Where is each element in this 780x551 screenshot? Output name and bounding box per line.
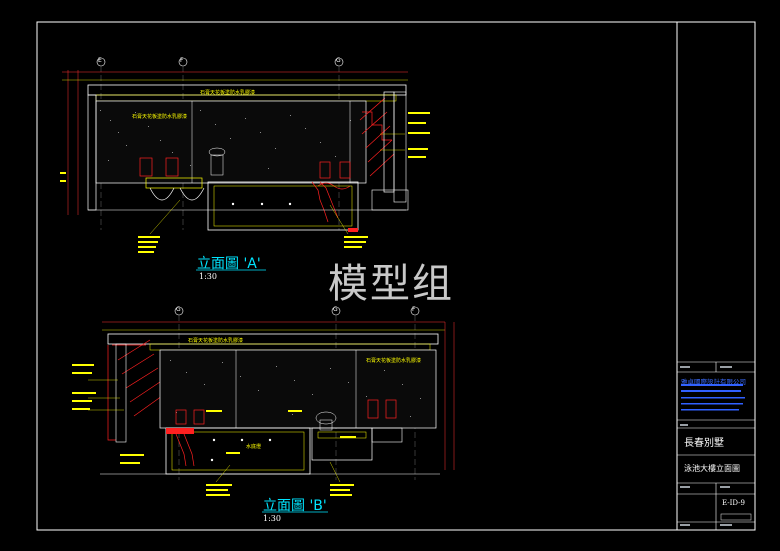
- note-b2: 石膏天花板塗防水乳膠漆: [366, 357, 421, 364]
- sheet-title: 泳池大樓立面圖: [684, 464, 740, 473]
- grid-label-a-2: F: [180, 57, 184, 64]
- drawing-number: E-ID-9: [722, 499, 745, 507]
- grid-label-b-1: G: [176, 306, 181, 313]
- elevation-b-drawing: [72, 306, 455, 496]
- note-a2: 石膏天花板塗防水乳膠漆: [132, 113, 187, 120]
- elevation-a-drawing: [60, 57, 430, 253]
- grid-label-a-3: G: [336, 57, 341, 64]
- note-b1: 石膏天花板塗防水乳膠漆: [188, 337, 243, 344]
- note-a1: 石膏天花板塗防水乳膠漆: [200, 89, 255, 96]
- title-block-small-labels: [680, 366, 732, 526]
- drawing-no-stamp: [720, 513, 752, 521]
- note-b3: 水底燈: [246, 443, 261, 450]
- sheet-border: [36, 21, 756, 531]
- elevation-b-scale: 1:30: [263, 514, 281, 523]
- elevation-b-title: 立面圖 'B': [263, 498, 327, 514]
- project-name: 長春別墅: [684, 438, 724, 449]
- company-name: 雅卓國際設計有限公司: [681, 378, 746, 386]
- elevation-a-scale: 1:30: [199, 272, 217, 281]
- grid-label-a-1: E: [98, 57, 102, 64]
- elevation-a-title: 立面圖 'A': [197, 256, 261, 272]
- watermark-text: 模型组: [328, 261, 454, 307]
- grid-label-b-3: F: [412, 306, 416, 313]
- title-block-rows: [677, 361, 755, 530]
- grid-label-b-2: G: [333, 306, 338, 313]
- company-address-lines: [681, 384, 745, 411]
